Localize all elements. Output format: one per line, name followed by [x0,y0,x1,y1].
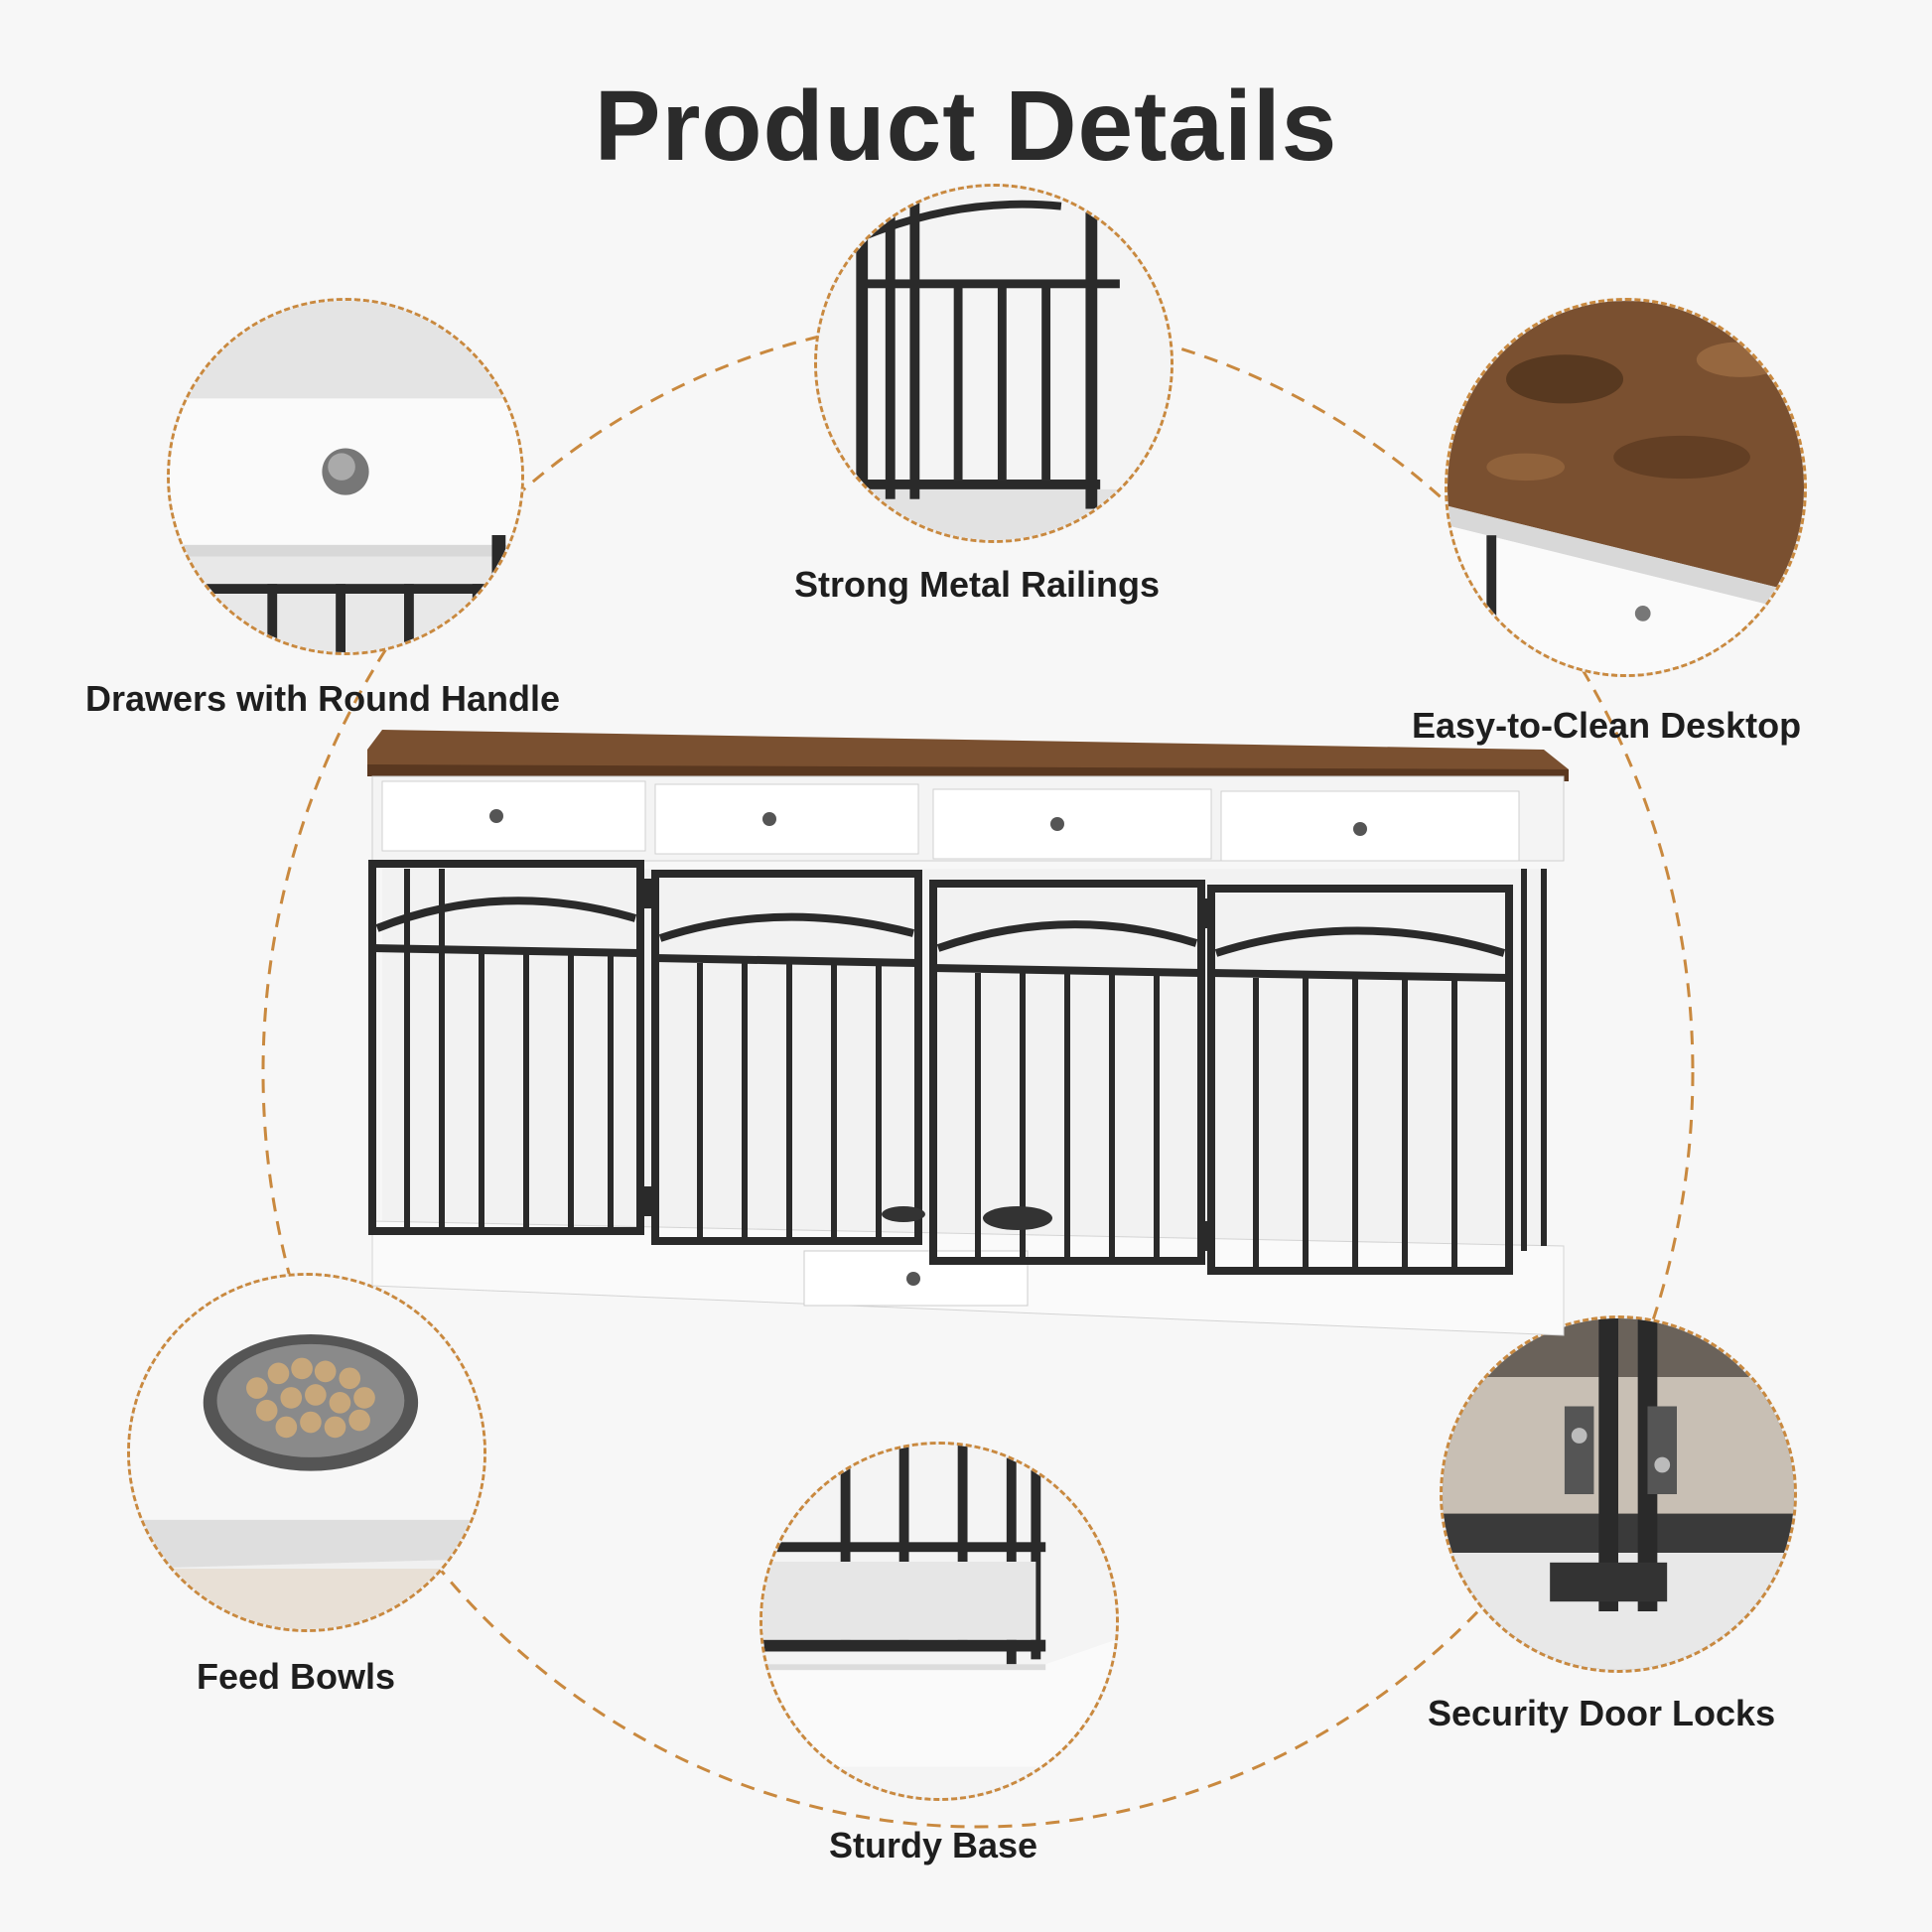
wood-desktop-closeup-image [1445,298,1807,677]
dog-kennel-furniture-image [367,730,1569,1336]
feature-label-locks: Security Door Locks [1428,1693,1776,1733]
door-lock-icon [1443,1318,1794,1670]
wood-desktop-icon [1448,301,1804,674]
drawer-handle-closeup-image [167,298,524,655]
door-lock-closeup-image [1440,1315,1797,1673]
drawer-handle-icon [170,301,521,652]
sturdy-base-icon [762,1445,1116,1798]
feature-label-drawers: Drawers with Round Handle [85,678,561,719]
metal-railing-icon [817,187,1171,540]
feature-label-desktop: Easy-to-Clean Desktop [1412,705,1802,746]
page-title: Product Details [594,70,1338,182]
feature-label-base: Sturdy Base [829,1825,1038,1865]
metal-railing-closeup-image [814,184,1173,543]
base-closeup-image [759,1442,1119,1801]
feature-label-railings: Strong Metal Railings [794,564,1161,605]
feature-label-feed-bowls: Feed Bowls [197,1656,396,1697]
